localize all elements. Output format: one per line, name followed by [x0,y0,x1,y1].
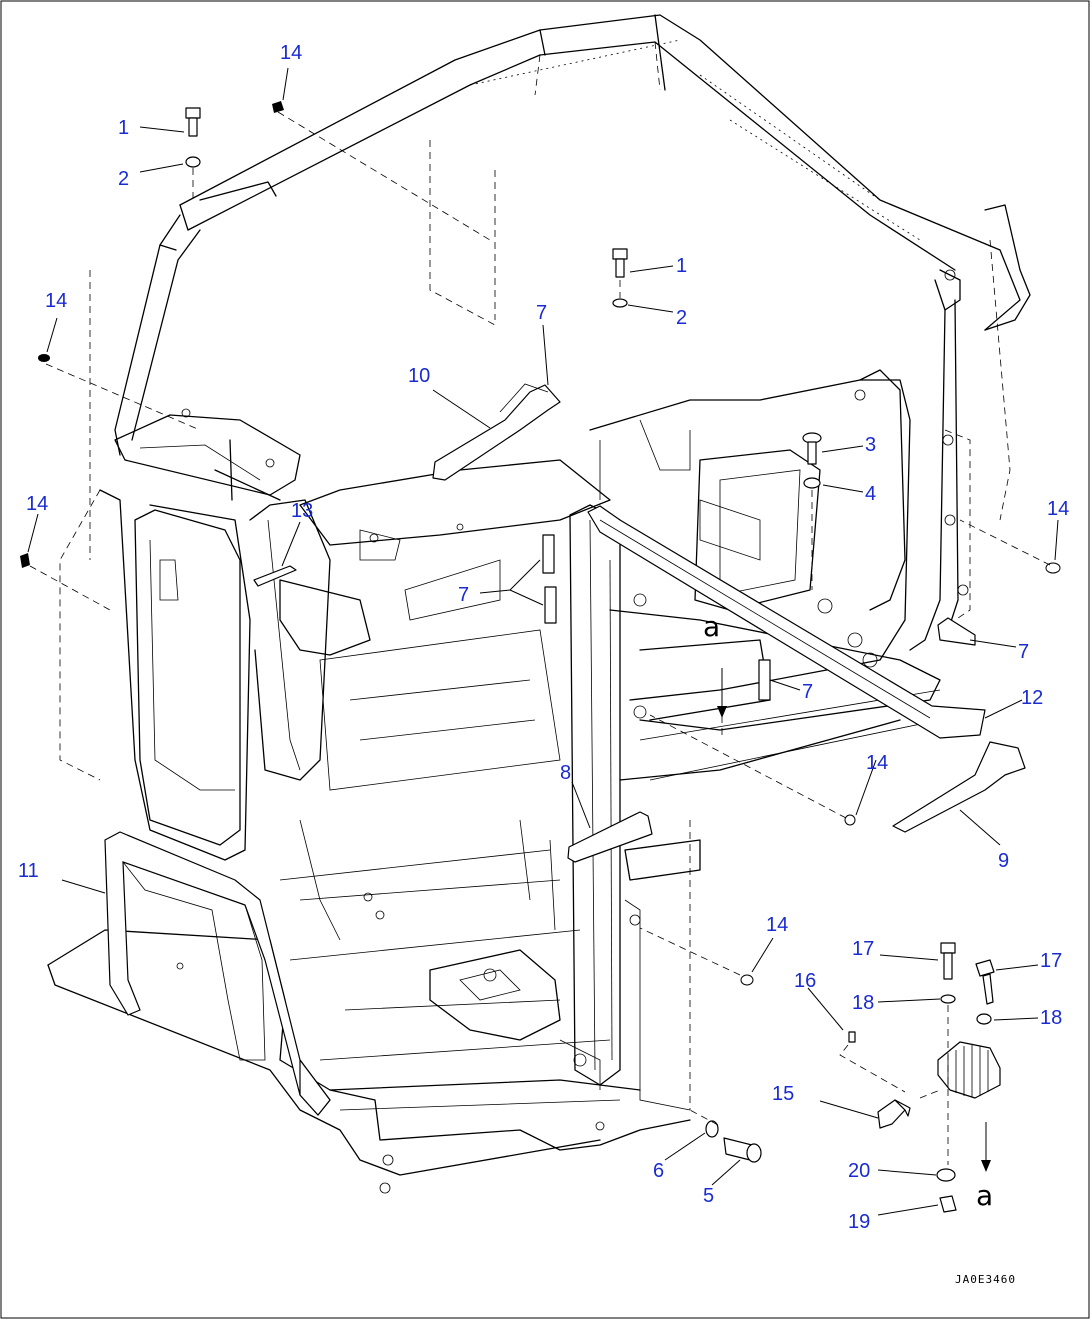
callout-10: 10 [408,365,430,387]
part-8-bracket [567,811,653,863]
bolt-1-left [185,107,201,168]
part-13-strip [253,565,297,587]
callout-17: 17 [1040,950,1062,972]
part-7-seal-c [758,659,771,701]
callout-7: 7 [1018,641,1029,663]
callout-16: 16 [794,970,816,992]
part-10-trim [432,384,561,481]
callout-labels: 14 1 2 1 2 7 10 14 3 4 14 13 14 7 7 7 12… [18,42,1069,1233]
callout-19: 19 [848,1211,870,1233]
callout-13: 13 [291,500,313,522]
callout-2: 2 [118,168,129,190]
callout-1: 1 [676,255,687,277]
callout-7: 7 [458,584,469,606]
callout-14: 14 [866,752,888,774]
callout-6: 6 [653,1160,664,1182]
callout-14: 14 [26,493,48,515]
assembly-lines [29,111,1051,1165]
callout-4: 4 [865,483,876,505]
callout-2: 2 [676,307,687,329]
callout-14: 14 [280,42,302,64]
callout-14: 14 [766,914,788,936]
view-label-a-lower: a [976,1179,993,1212]
parts-layer [20,101,1061,1213]
callout-15: 15 [772,1083,794,1105]
callout-14: 14 [45,290,67,312]
drawing-code: JA0E3460 [955,1273,1016,1286]
part-7-seal-d [937,617,976,646]
callout-9: 9 [998,850,1009,872]
bolt-1-right [612,248,628,308]
cab-frame-illustration [47,14,1031,1194]
callout-14: 14 [1047,498,1069,520]
bolt-3 [802,432,822,489]
bolt-5 [705,1120,762,1163]
grommets-14 [20,101,1061,986]
view-label-a-upper: a [703,610,720,643]
callout-8: 8 [560,762,571,784]
callout-1: 1 [118,117,129,139]
leader-lines [27,67,1059,1216]
callout-7: 7 [802,681,813,703]
callout-3: 3 [865,434,876,456]
callout-18: 18 [852,992,874,1014]
part-7-seal-b [544,586,557,624]
callout-7: 7 [536,302,547,324]
callout-18: 18 [1040,1007,1062,1029]
callout-5: 5 [703,1185,714,1207]
callout-12: 12 [1021,687,1043,709]
part-7-seal-a [542,534,555,574]
part-12-rail [587,505,986,739]
part-9-trim [892,741,1026,833]
callout-17: 17 [852,938,874,960]
callout-20: 20 [848,1160,870,1182]
callout-11: 11 [18,860,39,882]
